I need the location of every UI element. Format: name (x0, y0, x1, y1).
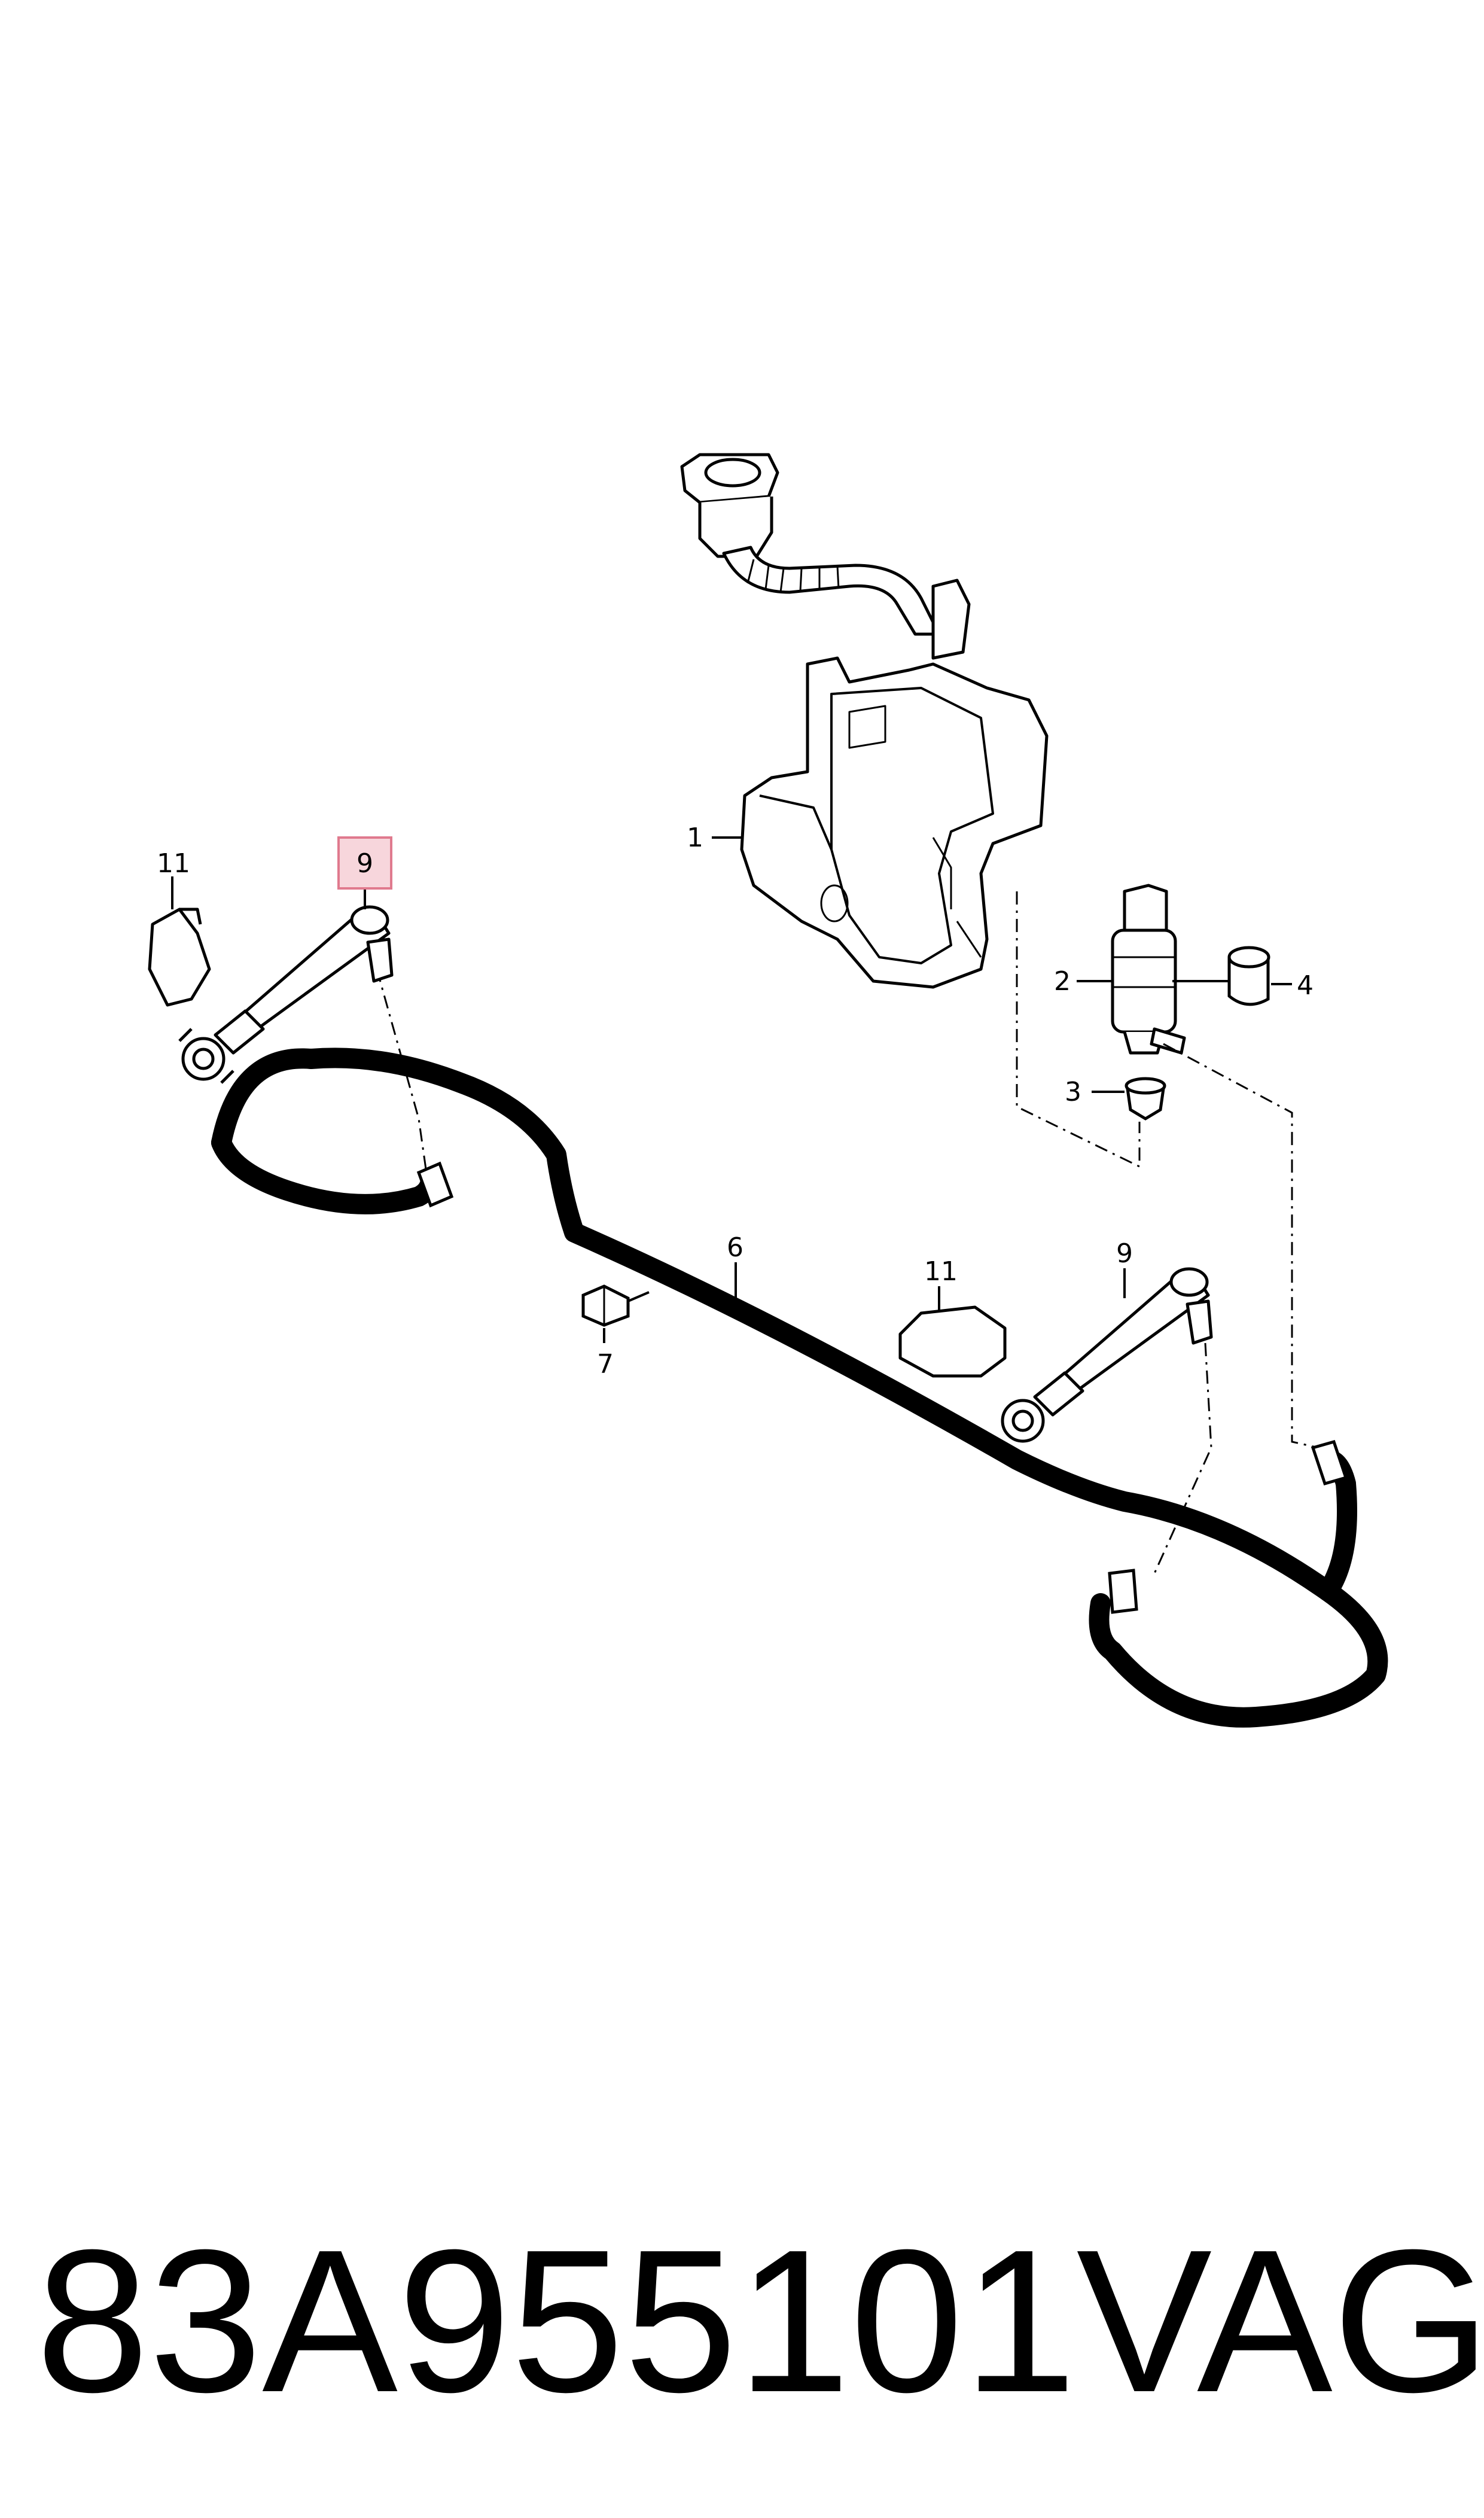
callout-11-left: 11 (157, 848, 190, 879)
right-nozzle-cover (898, 1305, 1007, 1378)
callout-4: 4 (1297, 970, 1314, 1001)
right-washer-nozzle (1001, 1267, 1213, 1443)
routing-dashes (376, 891, 1320, 1574)
seal-ring (1227, 946, 1270, 1006)
callout-9-highlight (337, 836, 392, 890)
callout-11-right: 11 (924, 1256, 958, 1287)
callout-2: 2 (1054, 966, 1071, 997)
callout-6: 6 (727, 1232, 743, 1263)
washer-fluid-reservoir (680, 453, 1049, 989)
hose-clip (581, 1284, 630, 1327)
left-washer-nozzle (178, 905, 394, 1084)
tank-body (740, 656, 1049, 989)
washer-hose (211, 1048, 1388, 1728)
callout-7: 7 (597, 1349, 614, 1380)
filler-hose (722, 546, 941, 636)
part-number: 83A955101 (36, 2208, 1077, 2435)
callout-9-right: 9 (1116, 1238, 1133, 1269)
washer-pump (1111, 884, 1186, 1055)
callout-3: 3 (1065, 1077, 1081, 1107)
pump-grommet (1125, 1077, 1166, 1121)
brand-label: VAG (1076, 2208, 1484, 2435)
footer-caption: 83A955101 VAG (36, 2208, 1484, 2435)
callout-1: 1 (687, 823, 703, 853)
left-nozzle-cover (148, 908, 211, 1007)
callout-9-left: 9 (356, 848, 373, 879)
